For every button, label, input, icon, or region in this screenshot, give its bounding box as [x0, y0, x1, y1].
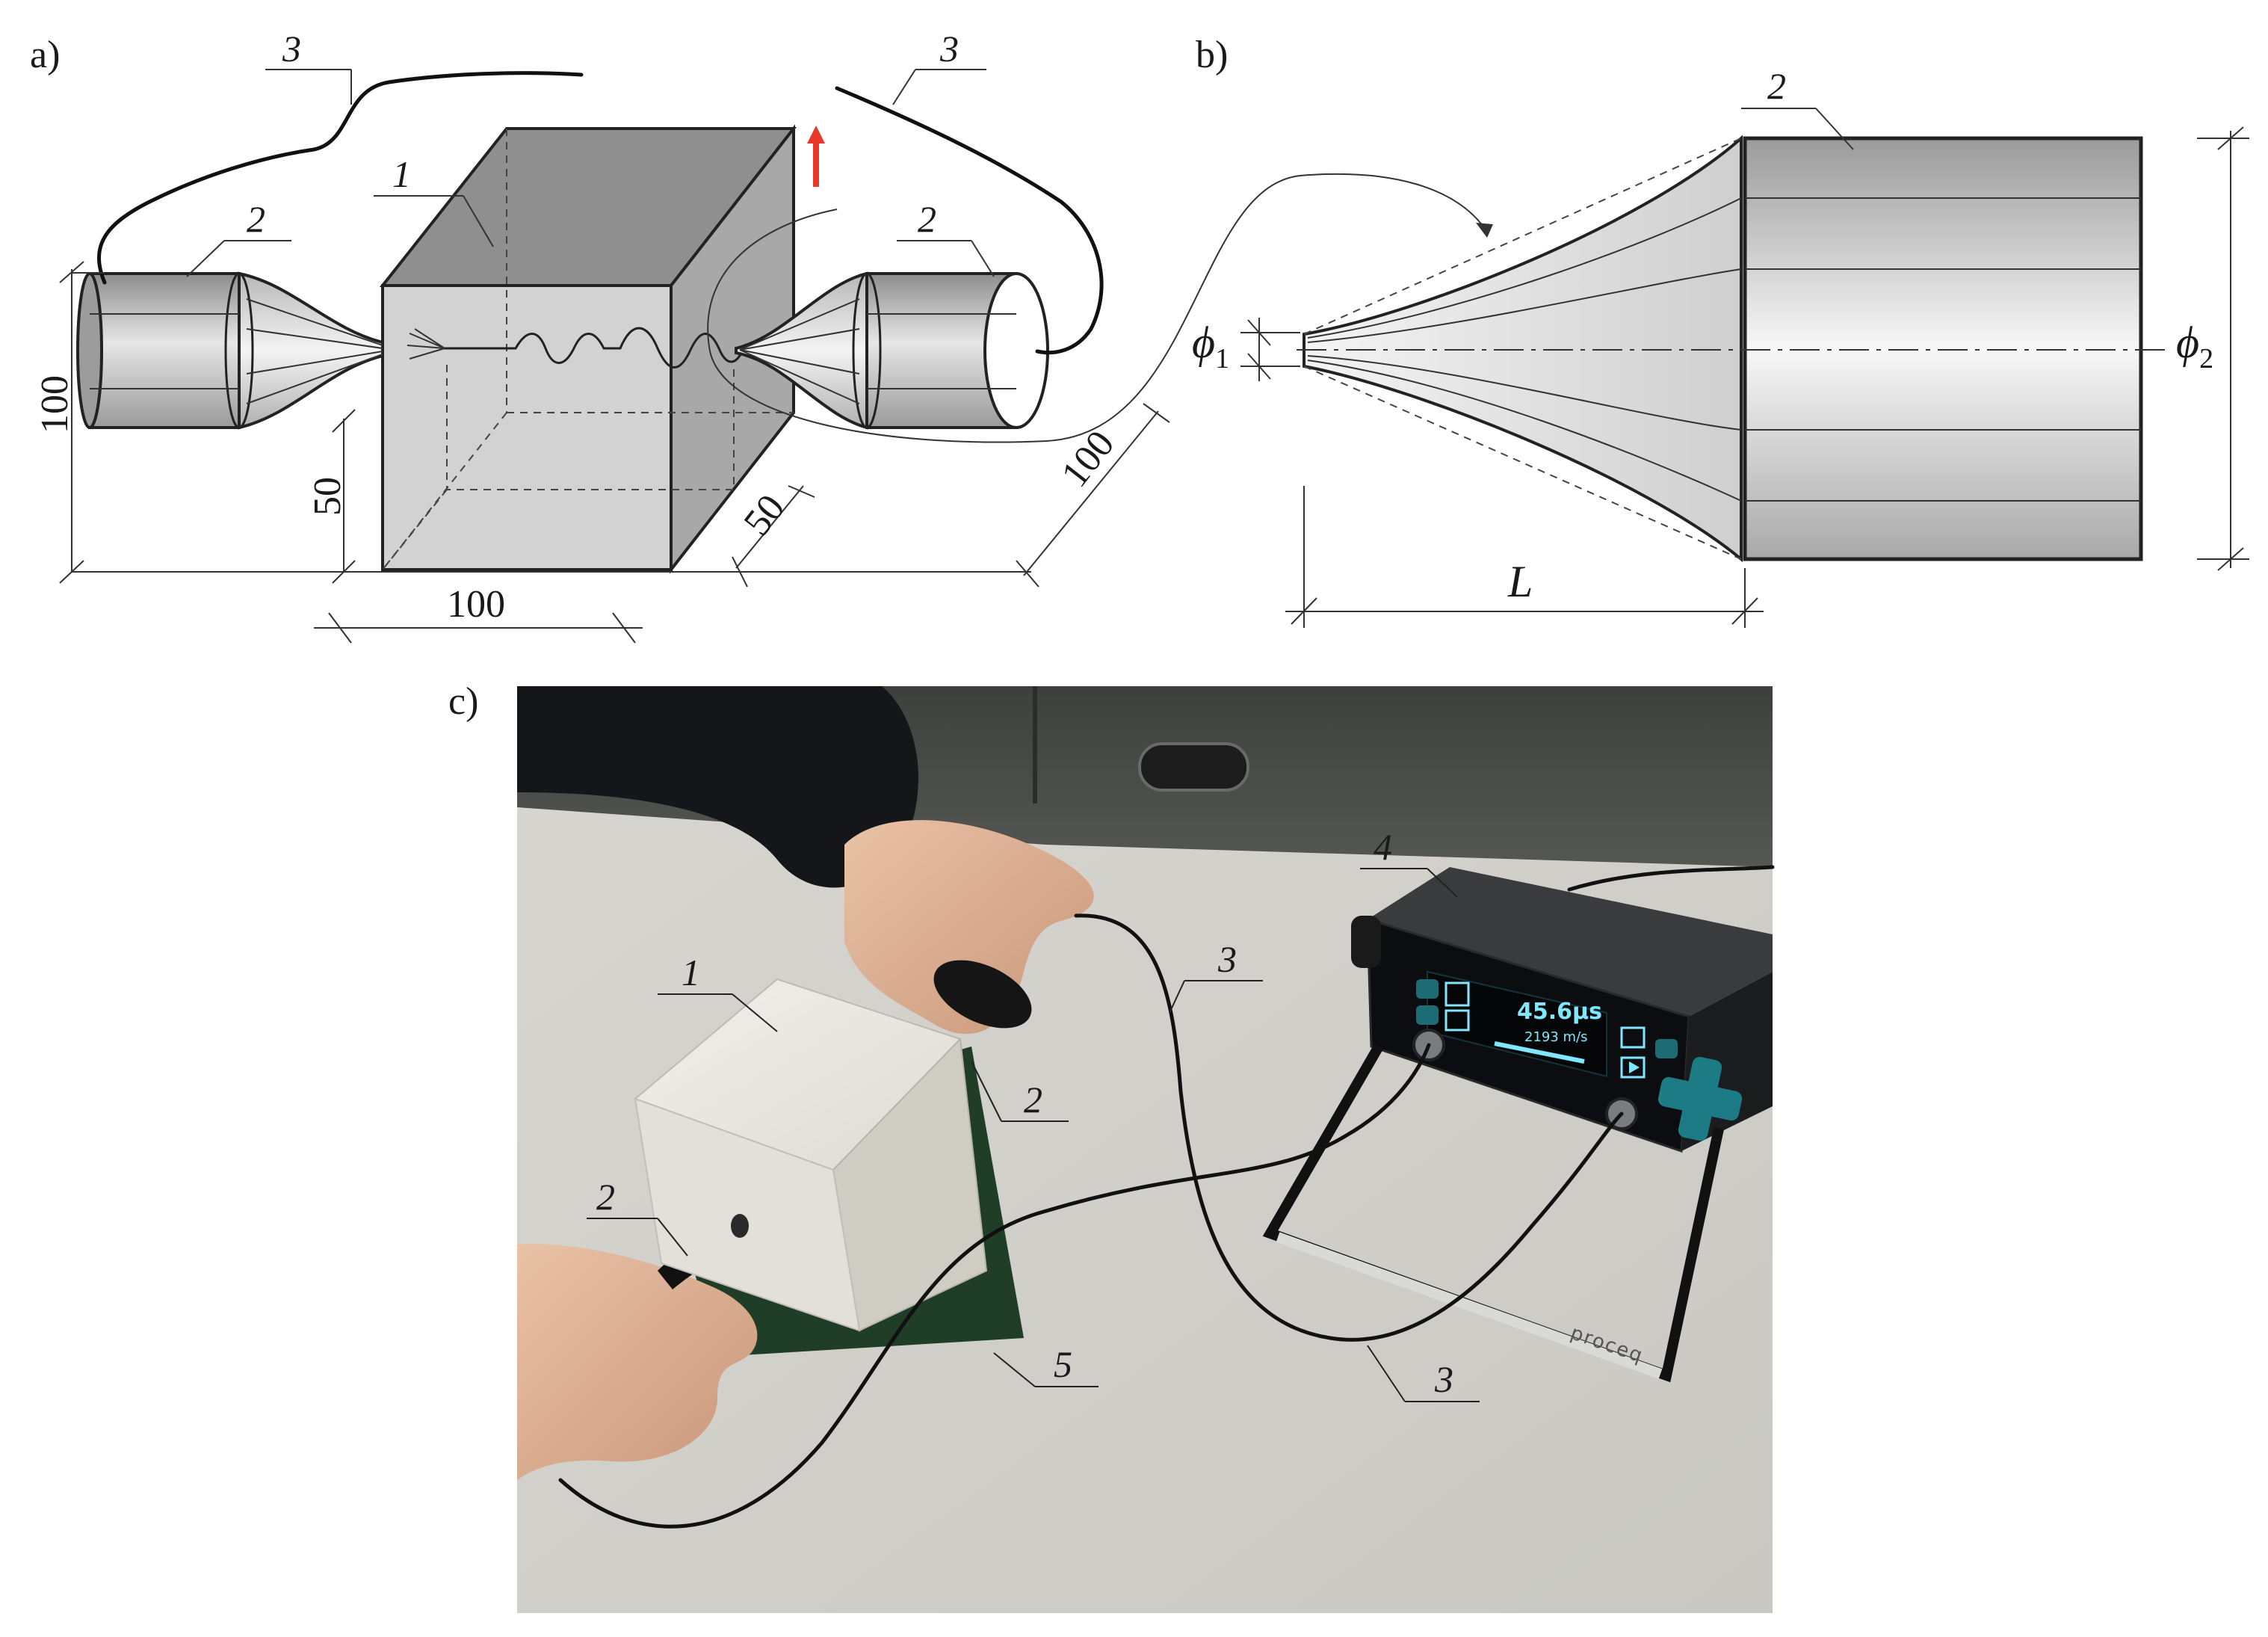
leader-transducer-b: 2: [1741, 65, 1854, 150]
connector-curve: [707, 173, 1488, 443]
dimension-lines-b: [1240, 126, 2249, 628]
specimen-cube: [379, 124, 797, 574]
label-transducer-top-c: 2: [1024, 1079, 1042, 1120]
wave-burst: [407, 328, 445, 360]
photo: 45.6μs 2193 m/s: [517, 686, 1775, 1613]
length-L: L: [1507, 557, 1533, 606]
panel-c-label: c): [448, 680, 478, 723]
label-cable-left-a: 3: [282, 28, 301, 70]
label-cable-right-a: 3: [939, 28, 959, 70]
screen-velocity-readout: 2193 m/s: [1524, 1029, 1588, 1045]
label-specimen-a: 1: [392, 153, 411, 195]
screen-time-readout: 45.6μs: [1517, 999, 1602, 1025]
photo-cable-5: [558, 1043, 1431, 1529]
label-cable-top-c: 3: [1217, 938, 1237, 980]
screen-menu-icon: [1444, 1009, 1470, 1032]
panel-a-label: a): [30, 34, 60, 76]
cylinder-lines: [1745, 197, 2141, 502]
transducer-cylinder: [1743, 136, 2143, 561]
panel-b-label: b): [1196, 34, 1228, 76]
transducer-left: [76, 271, 384, 430]
screen-settings-icon: [1620, 1026, 1646, 1049]
ultrasonic-wave: [441, 327, 745, 369]
dim-diag-100: 100: [1054, 423, 1123, 496]
label-transducer-b: 2: [1767, 65, 1786, 107]
panel-b: b) 2: [1192, 34, 2249, 628]
photo-cable-back: [1567, 865, 1775, 892]
dim-width-100: 100: [447, 583, 505, 626]
label-transducer-left-a: 2: [247, 198, 265, 240]
photo-cube: [634, 978, 988, 1332]
dim-height-100: 100: [34, 375, 76, 434]
device-screen: 45.6μs 2193 m/s: [1427, 970, 1646, 1079]
horn-section: [1303, 135, 1743, 563]
device-dpad: [1416, 979, 1743, 1141]
cable-left: [97, 71, 584, 285]
dimension-lines: [59, 261, 1170, 644]
leader-specimen: 1: [374, 153, 494, 247]
leader-cable-left: 3: [265, 28, 352, 105]
direction-arrow: [807, 126, 825, 187]
label-cable-bottom-c: 3: [1434, 1358, 1453, 1400]
transducer-right: [735, 271, 1049, 430]
label-transducer-right-a: 2: [918, 198, 936, 240]
label-device-c: 4: [1374, 826, 1392, 868]
panel-c: c): [448, 680, 1775, 1613]
photo-leaders: [587, 868, 1480, 1402]
leader-cable-right: 3: [892, 28, 986, 105]
proceq-device: 45.6μs 2193 m/s: [1262, 867, 1773, 1383]
screen-pulse-icon: [1444, 981, 1470, 1007]
connector-arrowhead: [1476, 223, 1493, 238]
dim-offset-50: 50: [306, 477, 349, 516]
screen-play-icon: [1620, 1056, 1646, 1079]
label-transducer-left-c: 2: [596, 1176, 615, 1218]
dim-depth-50: 50: [736, 487, 794, 543]
device-stand: proceq: [1262, 1043, 1724, 1383]
phi1-symbol: ϕ1: [1192, 318, 1229, 374]
panel-a: a): [30, 28, 1493, 644]
phi2-symbol: ϕ2: [2176, 318, 2213, 374]
cable-right: [835, 86, 1104, 355]
leader-transducer-right: 2: [897, 198, 995, 277]
photo-cable-top: [1074, 913, 1624, 1342]
horn-lines: [1307, 197, 1742, 502]
label-specimen-c: 1: [682, 952, 700, 993]
screen-progress-bar: [1494, 1041, 1585, 1064]
label-cable-5-c: 5: [1054, 1343, 1072, 1385]
leader-transducer-left: 2: [186, 198, 291, 277]
